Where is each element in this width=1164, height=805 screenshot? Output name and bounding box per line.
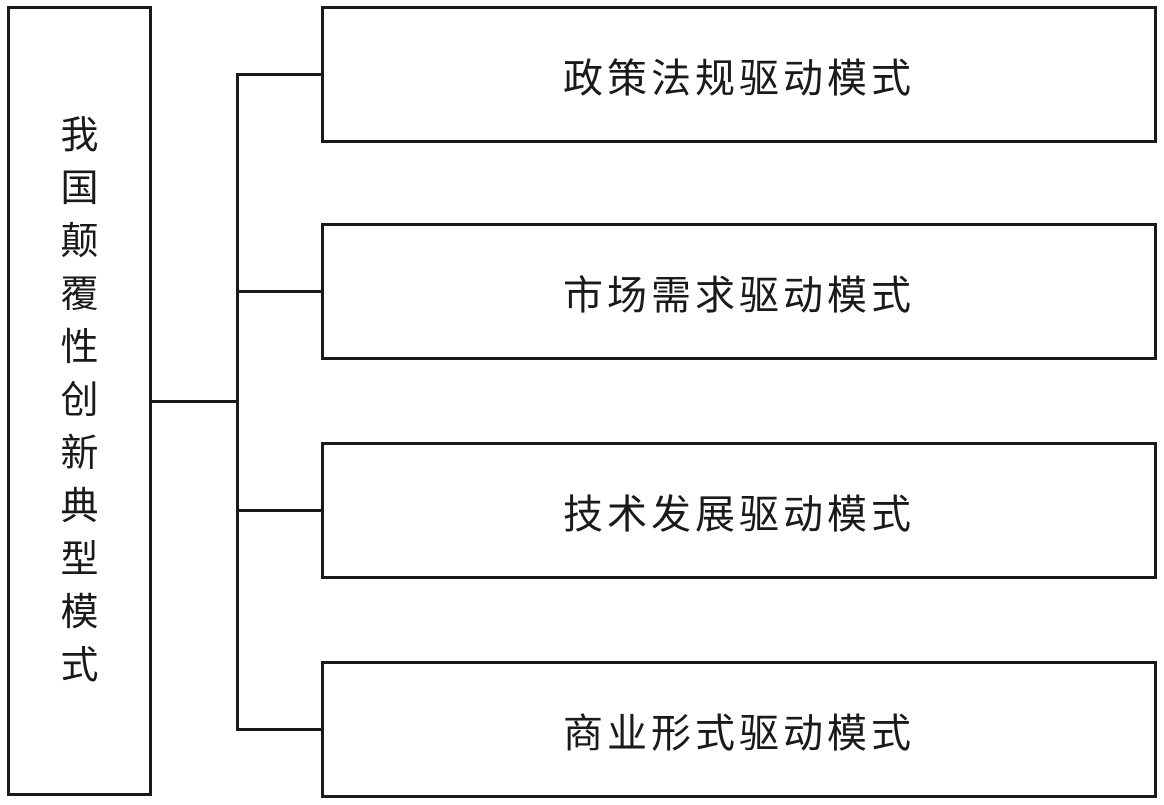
- branch-node-market-demand: 市场需求驱动模式: [321, 223, 1157, 360]
- branch-node-label: 技术发展驱动模式: [563, 491, 915, 537]
- branch-node-policy-regulation: 政策法规驱动模式: [321, 6, 1157, 143]
- branch-node-label: 政策法规驱动模式: [563, 55, 915, 101]
- branch-node-business-form: 商业形式驱动模式: [321, 661, 1157, 798]
- branch-node-label: 商业形式驱动模式: [563, 710, 915, 756]
- root-node-label: 我国颠覆性创新典型模式: [60, 114, 99, 687]
- branch-node-label: 市场需求驱动模式: [563, 272, 915, 318]
- connector-trunk: [152, 400, 237, 403]
- root-node-box: 我国颠覆性创新典型模式: [7, 6, 152, 796]
- connector-branch-1: [236, 73, 321, 76]
- branch-node-technology-development: 技术发展驱动模式: [321, 442, 1157, 579]
- connector-branch-3: [236, 509, 321, 512]
- connector-spine: [236, 73, 239, 731]
- connector-branch-2: [236, 290, 321, 293]
- connector-branch-4: [236, 728, 321, 731]
